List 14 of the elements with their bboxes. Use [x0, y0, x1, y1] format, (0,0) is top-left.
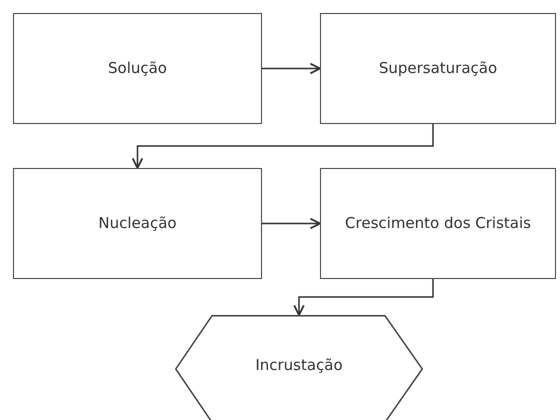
- process-box: [320, 168, 556, 279]
- process-box: [13, 13, 262, 124]
- hexagon-shape: [175, 315, 423, 420]
- node-label: Crescimento dos Cristais: [344, 213, 532, 234]
- node-label: Supersaturação: [378, 58, 498, 79]
- node-label: Solução: [107, 58, 168, 79]
- process-box: [320, 13, 556, 124]
- arrow: [132, 124, 434, 169]
- node-label: Nucleação: [97, 213, 178, 234]
- arrow: [262, 218, 321, 230]
- arrow: [262, 62, 321, 74]
- arrow: [293, 279, 434, 316]
- node-label: Incrustação: [254, 355, 344, 376]
- process-box: [13, 168, 262, 279]
